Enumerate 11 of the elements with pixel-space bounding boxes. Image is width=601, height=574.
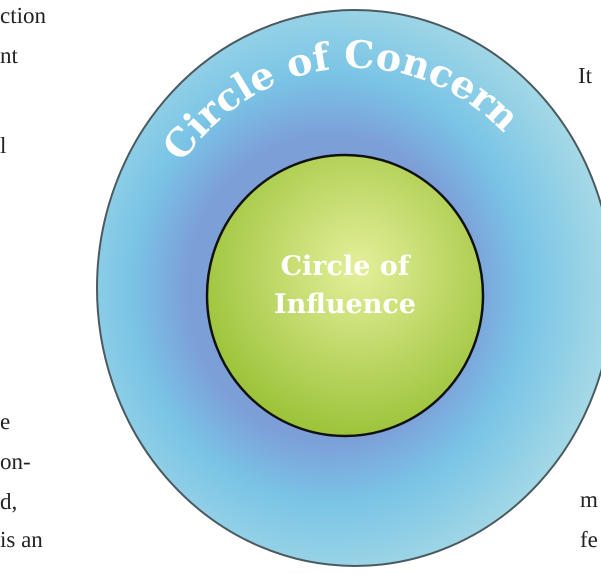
text-fragment: fe <box>580 528 598 551</box>
text-fragment: nt <box>0 44 18 67</box>
text-fragment: ction <box>0 4 46 27</box>
text-fragment: is an <box>0 528 43 551</box>
text-fragment: on- <box>0 450 31 473</box>
text-fragment: l <box>0 134 6 157</box>
text-fragment: d, <box>0 490 18 513</box>
text-fragment: m <box>580 488 598 511</box>
text-fragment: e <box>0 410 10 433</box>
circle-title: Circle of Influence <box>273 250 417 322</box>
text-fragment: It <box>578 64 592 87</box>
